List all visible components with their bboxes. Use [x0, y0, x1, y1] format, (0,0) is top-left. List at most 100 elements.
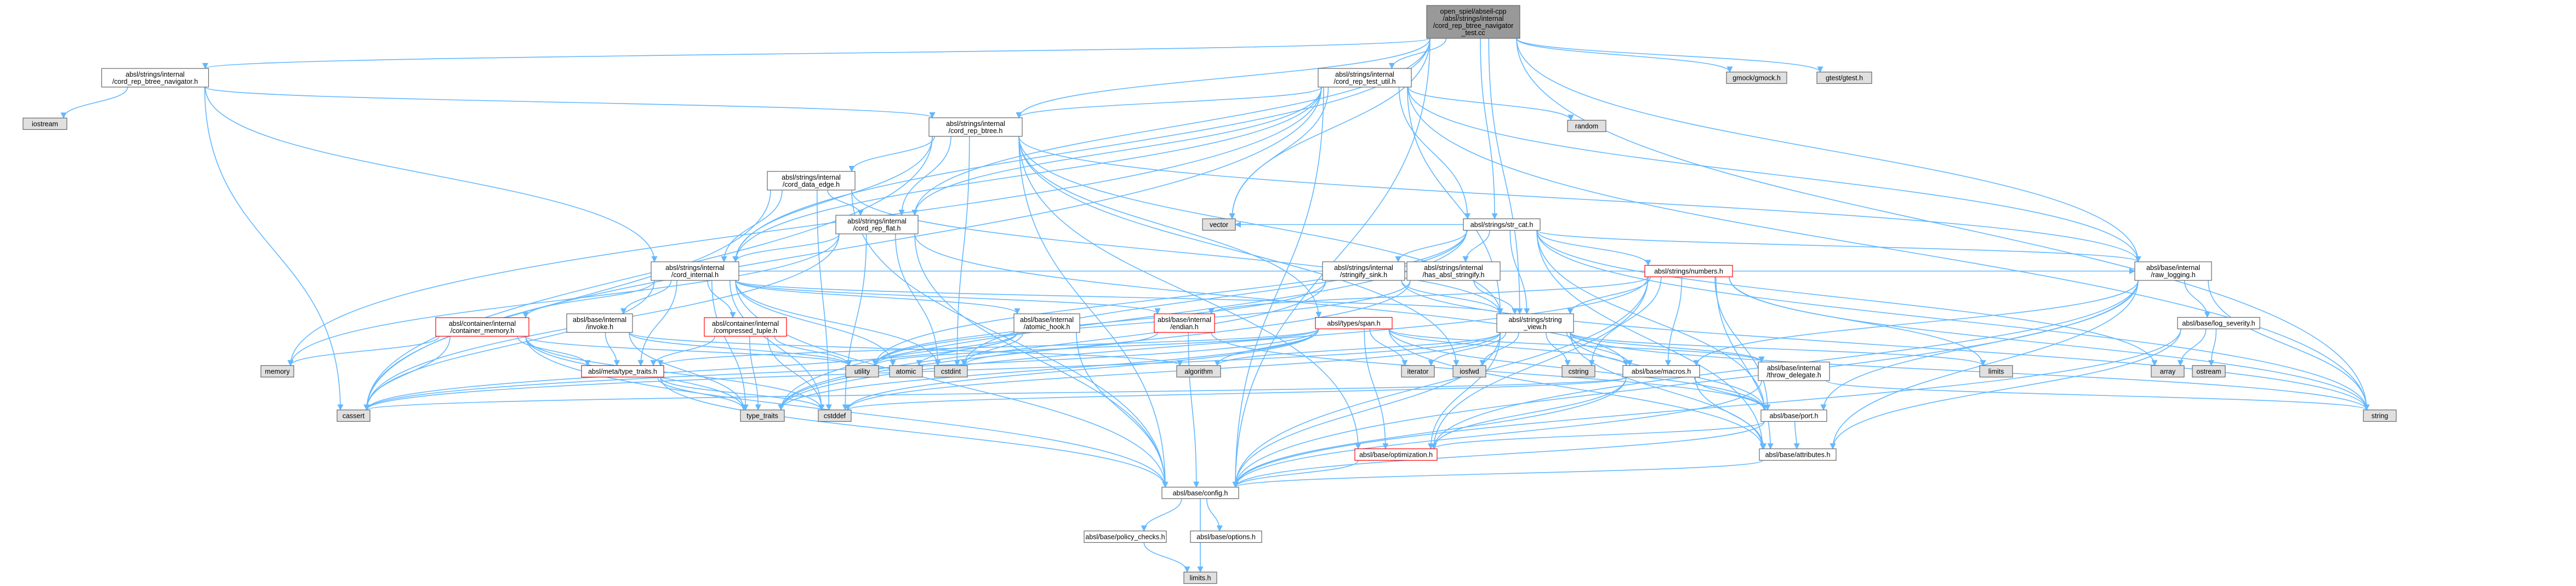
- node-label: absl/base/config.h: [1173, 490, 1228, 497]
- node-label: /cord_internal.h: [671, 271, 719, 279]
- edge-flat-to-memory: [287, 233, 840, 366]
- edge-strcat-to-array: [1536, 230, 2158, 366]
- edge-root-to-gmock: [1516, 38, 1733, 73]
- edge-rawlog-to-macros: [1693, 280, 2139, 366]
- node-box: [1013, 313, 1080, 333]
- edge-strcat-to-stringview: [1509, 230, 1530, 315]
- node-label: random: [1575, 123, 1598, 130]
- node-throwdel[interactable]: absl/base/internal/throw_delegate.h: [1758, 361, 1830, 381]
- edge-typetraits-to-cstddef: [660, 377, 825, 411]
- edge-testutil-to-string: [1407, 87, 2370, 411]
- node-box: [1176, 365, 1221, 378]
- node-label: absl/base/macros.h: [1632, 368, 1691, 376]
- node-box: [889, 365, 923, 378]
- node-span[interactable]: absl/types/span.h: [1315, 317, 1393, 330]
- node-box: [1315, 317, 1393, 330]
- node-label: absl/container/internal: [449, 320, 516, 328]
- node-label: cstdint: [941, 368, 961, 376]
- edge-btree-to-cstdint: [954, 136, 970, 366]
- edge-btree-to-rawlog: [1018, 136, 2141, 263]
- node-options[interactable]: absl/base/options.h: [1190, 530, 1262, 543]
- node-optimization[interactable]: absl/base/optimization.h: [1354, 448, 1438, 461]
- node-limitsh: limits.h: [1183, 571, 1217, 584]
- node-cstdint: cstdint: [934, 365, 968, 378]
- node-label: absl/base/internal: [1020, 316, 1074, 324]
- edge-throwdel-to-string: [1826, 380, 2370, 411]
- edge-cordinternal-to-cassert: [363, 280, 655, 411]
- node-label: absl/meta/type_traits.h: [588, 368, 657, 376]
- node-comptuple[interactable]: absl/container/internal/compressed_tuple…: [704, 317, 787, 337]
- node-label: absl/base/internal: [1767, 364, 1821, 372]
- node-random: random: [1567, 119, 1606, 133]
- edge-stringview-to-config: [1232, 332, 1501, 488]
- node-label: cstring: [1569, 368, 1589, 376]
- node-box: [1758, 361, 1830, 381]
- edge-cordinternal-to-comptuple: [707, 280, 736, 319]
- edge-root-to-btree: [1016, 38, 1431, 119]
- node-label: absl/strings/string: [1508, 316, 1561, 324]
- node-invoke[interactable]: absl/base/internal/invoke.h: [566, 313, 633, 333]
- node-label: /throw_delegate.h: [1766, 371, 1821, 379]
- edge-endian-to-port: [1211, 332, 1768, 411]
- node-typetraits[interactable]: absl/meta/type_traits.h: [581, 365, 664, 378]
- edge-span-to-typetraits: [657, 328, 1319, 366]
- edge-root-to-testutil: [1388, 38, 1447, 70]
- node-atomichook[interactable]: absl/base/internal/atomic_hook.h: [1013, 313, 1080, 333]
- node-contmem[interactable]: absl/container/internal/container_memory…: [435, 317, 529, 337]
- node-numbers[interactable]: absl/strings/numbers.h: [1644, 265, 1733, 278]
- node-testutil[interactable]: absl/strings/internal/cord_rep_test_util…: [1318, 68, 1412, 88]
- node-macros[interactable]: absl/base/macros.h: [1622, 365, 1700, 378]
- node-box: [1183, 571, 1217, 584]
- edge-testutil-to-btree: [1016, 87, 1322, 119]
- node-iterator: iterator: [1401, 365, 1435, 378]
- node-label: absl/strings/internal: [946, 120, 1005, 128]
- edge-typetraits-to-config: [660, 377, 1169, 488]
- node-box: [1426, 5, 1520, 39]
- edge-cordinternal-to-std_type_traits: [711, 280, 749, 411]
- node-string: string: [2363, 409, 2397, 422]
- node-attributes[interactable]: absl/base/attributes.h: [1759, 448, 1837, 461]
- node-endian[interactable]: absl/base/internal/endian.h: [1154, 313, 1215, 333]
- node-label: open_spiel/abseil-cpp: [1440, 8, 1507, 15]
- node-ostream: ostream: [2192, 365, 2226, 378]
- node-flat[interactable]: absl/strings/internal/cord_rep_flat.h: [835, 215, 919, 234]
- edge-stringify-to-stringview: [1401, 280, 1503, 315]
- edge-numbers-to-limits: [1729, 277, 1986, 366]
- node-label: absl/base/policy_checks.h: [1085, 533, 1165, 541]
- node-logsev[interactable]: absl/base/log_severity.h: [2177, 317, 2260, 330]
- edge-navh-to-btree: [204, 87, 936, 119]
- node-navh[interactable]: absl/strings/internal/cord_rep_btree_nav…: [101, 68, 209, 88]
- node-config[interactable]: absl/base/config.h: [1161, 486, 1239, 499]
- edge-strcat-to-attributes: [1536, 230, 1766, 450]
- edge-attributes-to-config: [1232, 459, 1763, 488]
- node-btree[interactable]: absl/strings/internal/cord_rep_btree.h: [928, 117, 1023, 137]
- node-label: /container_memory.h: [451, 327, 515, 335]
- edge-atomichook-to-config: [1076, 332, 1169, 488]
- node-stringify[interactable]: absl/strings/internal/stringify_sink.h: [1322, 261, 1405, 281]
- edge-stringview-to-throwdel: [1570, 332, 1765, 363]
- node-policy[interactable]: absl/base/policy_checks.h: [1084, 530, 1167, 543]
- node-port[interactable]: absl/base/port.h: [1760, 409, 1827, 422]
- node-vector: vector: [1202, 218, 1236, 231]
- edge-cordinternal-to-stringview: [735, 280, 1503, 315]
- edge-root-to-navh: [202, 38, 1431, 70]
- node-label: /cord_data_edge.h: [783, 181, 840, 188]
- node-rawlog[interactable]: absl/base/internal/raw_logging.h: [2134, 261, 2212, 281]
- edge-span-to-std_type_traits: [778, 329, 1319, 411]
- edge-strcat-to-hasabsl: [1462, 230, 1490, 263]
- node-label: absl/base/internal: [1158, 316, 1211, 324]
- edge-comptuple-to-typetraits: [650, 336, 715, 366]
- node-strcat[interactable]: absl/strings/str_cat.h: [1463, 218, 1541, 231]
- node-box: [928, 117, 1023, 137]
- node-hasabsl[interactable]: absl/strings/internal/has_absl_stringify…: [1406, 261, 1501, 281]
- edge-dataedge-to-cassert: [363, 189, 771, 411]
- node-label: /cord_rep_test_util.h: [1333, 78, 1395, 85]
- edge-numbers-to-optimization: [1431, 277, 1649, 450]
- node-stringview[interactable]: absl/strings/string_view.h: [1496, 313, 1574, 333]
- node-dataedge[interactable]: absl/strings/internal/cord_data_edge.h: [767, 171, 856, 191]
- node-root[interactable]: open_spiel/abseil-cpp/absl/strings/inter…: [1426, 5, 1520, 39]
- node-cordinternal[interactable]: absl/strings/internal/cord_internal.h: [651, 261, 739, 281]
- node-label: array: [2160, 368, 2176, 376]
- node-box: [818, 409, 852, 422]
- edge-stringify-to-string: [1401, 280, 2370, 411]
